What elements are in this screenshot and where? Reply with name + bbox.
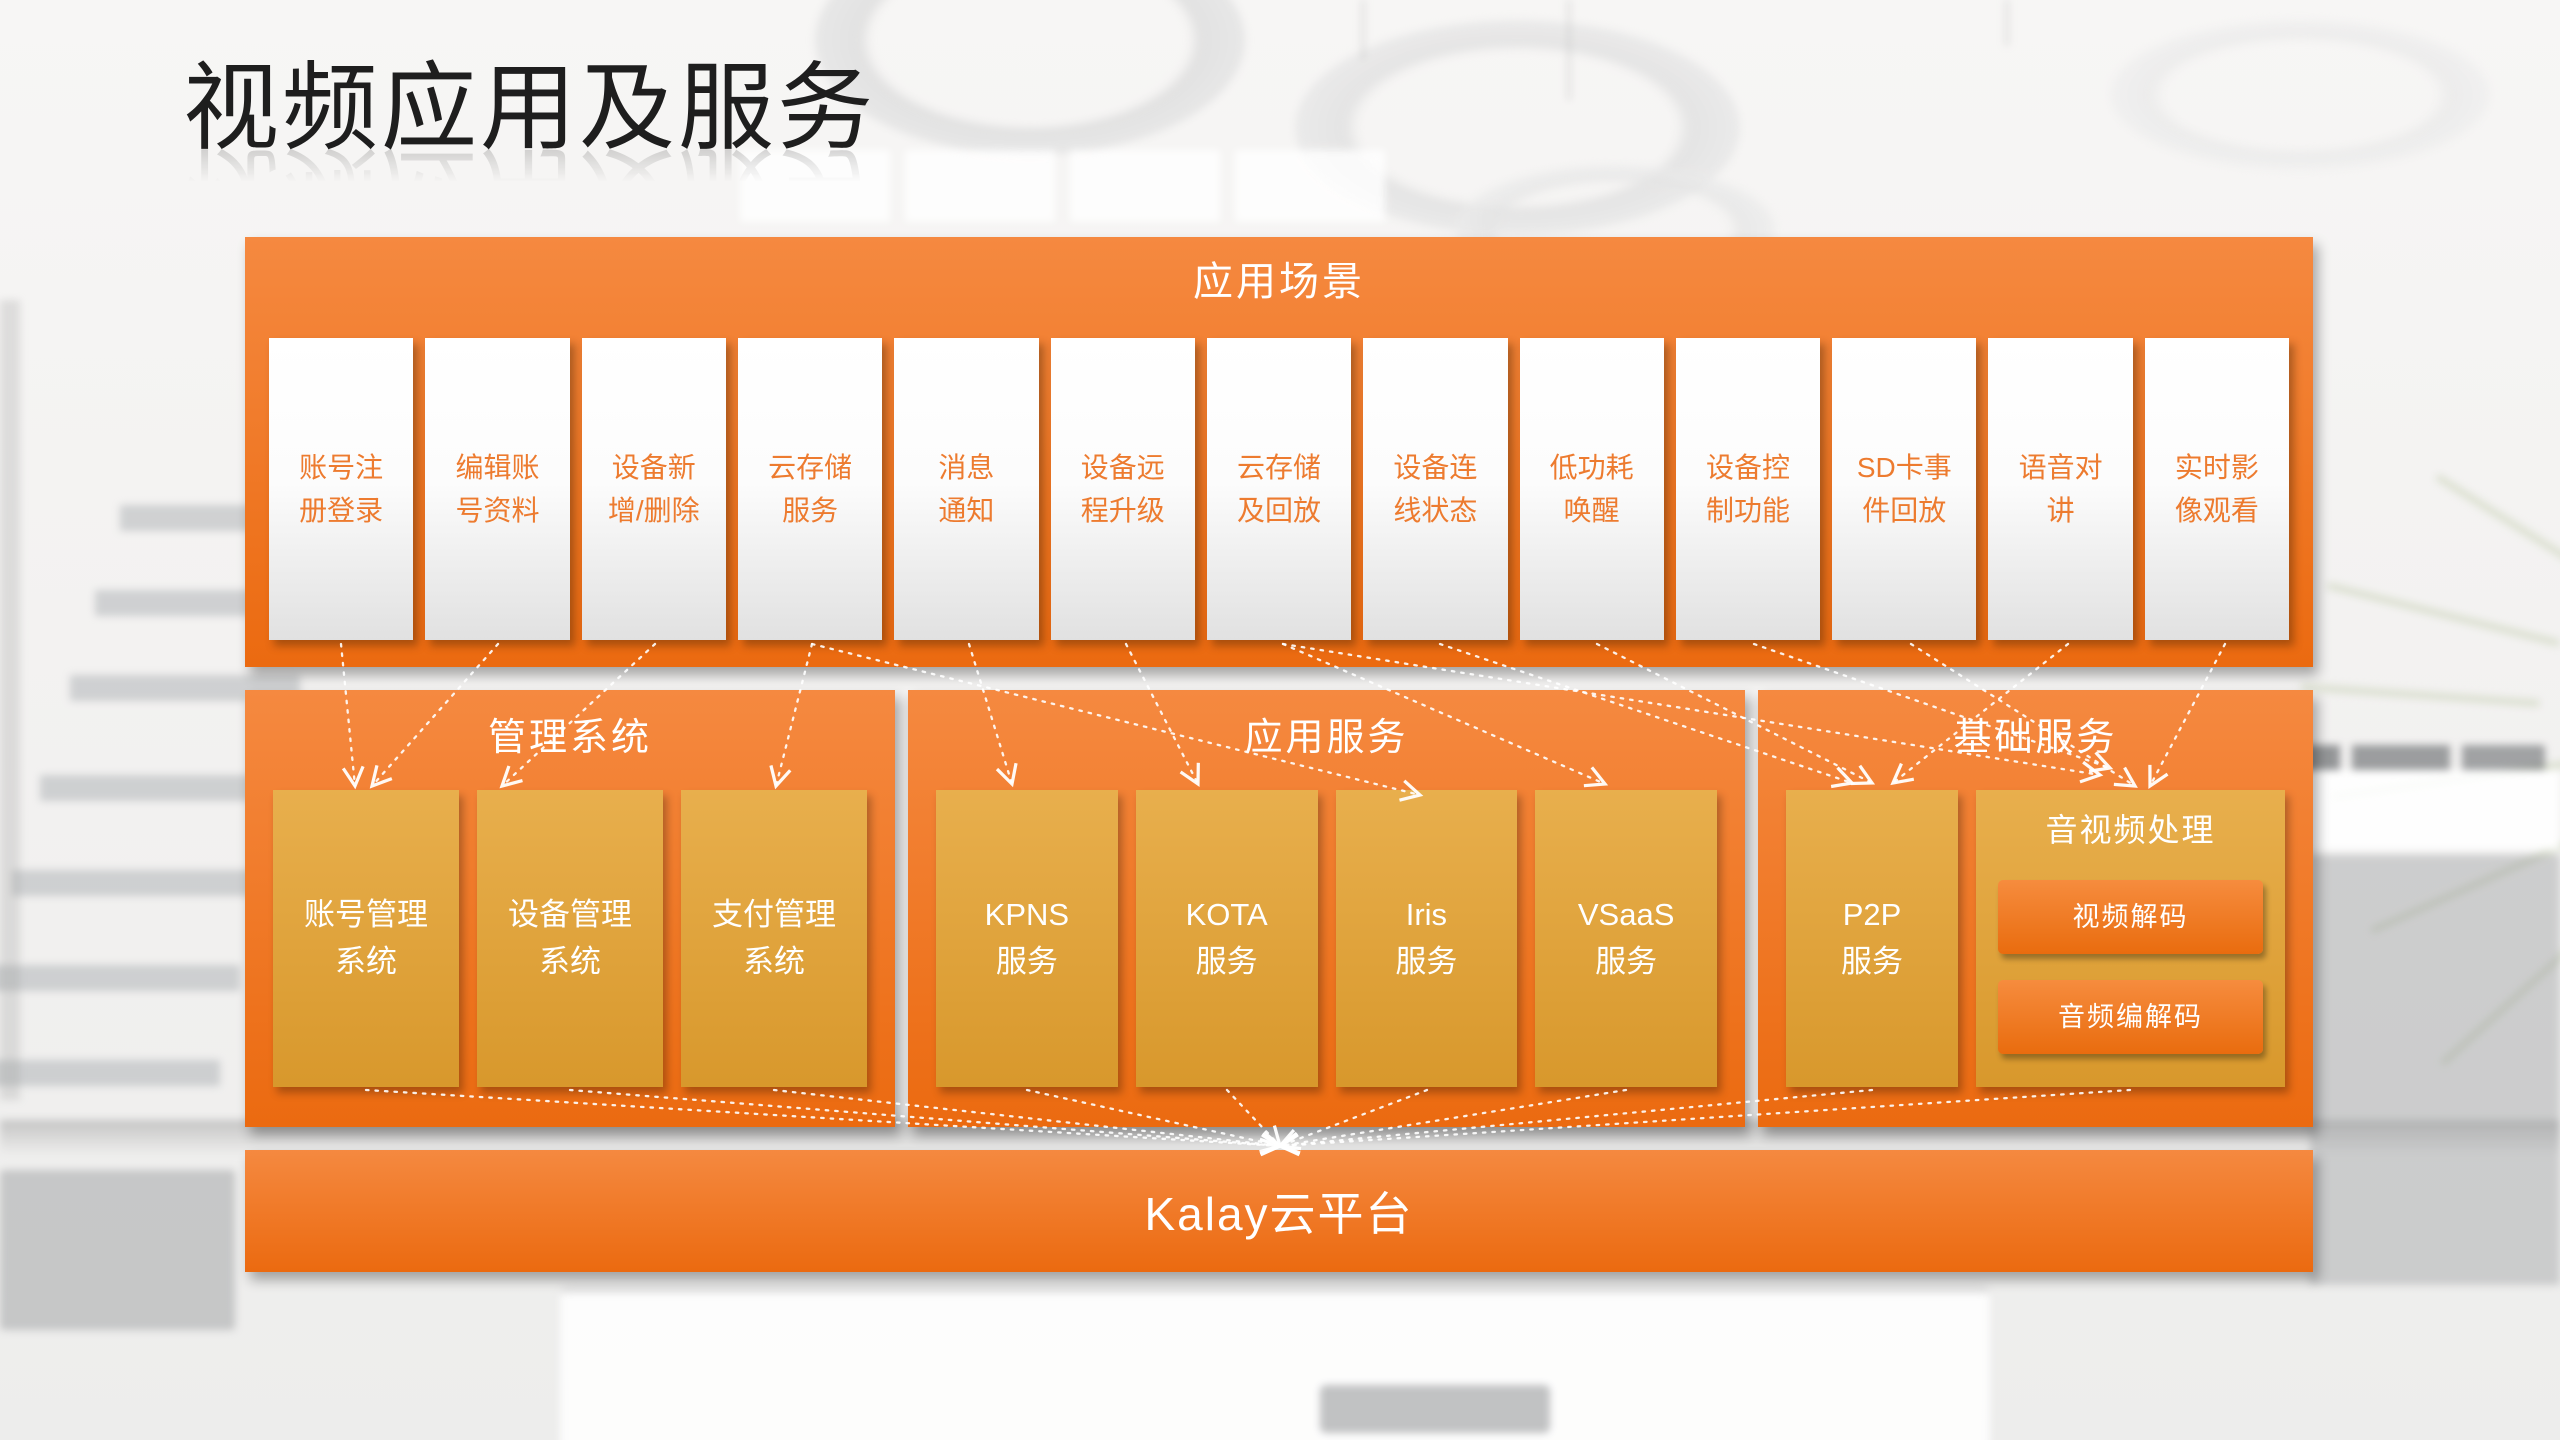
- management-header: 管理系统: [487, 717, 652, 759]
- scenario-card-remote-upgrade: 设备远 程升级: [1050, 338, 1195, 640]
- app-services-panel: 应用服务 KPNS 服务 KOTA 服务 Iris 服务 VSaaS 服务: [908, 690, 1745, 1127]
- scenario-card-edit-profile: 编辑账 号资料: [425, 338, 570, 640]
- management-panel: 管理系统 账号管理 系统 设备管理 系统 支付管理 系统: [245, 690, 895, 1127]
- management-box-row: 账号管理 系统 设备管理 系统 支付管理 系统: [273, 790, 867, 1087]
- scenes-panel: 应用场景 账号注 册登录 编辑账 号资料 设备新 增/删除 云存储 服务 消息 …: [245, 237, 2313, 667]
- plant-leaf: [2326, 582, 2560, 647]
- ceiling-ring-lamp-icon: [2110, 20, 2490, 170]
- desk: [2285, 770, 2560, 850]
- page-title: 视频应用及服务: [183, 55, 876, 162]
- scenario-card-device-online-status: 设备连 线状态: [1363, 338, 1508, 640]
- stair-step: [0, 965, 240, 991]
- scenario-card-cloud-playback: 云存储 及回放: [1206, 338, 1352, 640]
- wall-panel: [1070, 150, 1220, 222]
- stair-step: [12, 870, 262, 896]
- av-processing-header: 音视频处理: [2045, 812, 2216, 848]
- scenes-header: 应用场景: [1193, 260, 1365, 304]
- scenario-card-row: 账号注 册登录 编辑账 号资料 设备新 增/删除 云存储 服务 消息 通知 设备…: [269, 338, 2290, 640]
- app-services-box-row: KPNS 服务 KOTA 服务 Iris 服务 VSaaS 服务: [936, 790, 1717, 1087]
- box-iris-service: Iris 服务: [1335, 790, 1518, 1087]
- stair-step: [40, 775, 280, 801]
- box-av-processing: 音视频处理 视频解码 音频编解码: [1976, 790, 2285, 1087]
- scenario-card-notification: 消息 通知: [894, 338, 1039, 640]
- box-account-management: 账号管理 系统: [273, 790, 459, 1087]
- scenario-card-account-register: 账号注 册登录: [269, 338, 414, 640]
- scenario-card-voice-intercom: 语音对 讲: [1988, 338, 2133, 640]
- lamp-wire: [1568, 0, 1570, 100]
- wall-panel: [740, 150, 890, 222]
- base-services-box-row: P2P 服务 音视频处理 视频解码 音频编解码: [1786, 790, 2285, 1087]
- box-p2p-service: P2P 服务: [1786, 790, 1958, 1087]
- stair-step: [0, 1060, 220, 1086]
- scenario-card-device-add-remove: 设备新 增/删除: [581, 338, 726, 640]
- video-decode-chip: 视频解码: [1998, 880, 2263, 954]
- base-services-header: 基础服务: [1953, 717, 2118, 759]
- wall-edge: [0, 300, 20, 1100]
- lamp-wire: [2006, 0, 2008, 45]
- lamp-wire: [1362, 0, 1364, 60]
- scenario-card-sdcard-playback: SD卡事 件回放: [1832, 338, 1977, 640]
- scenario-card-live-view: 实时影 像观看: [2144, 338, 2290, 640]
- audio-codec-chip: 音频编解码: [1998, 980, 2263, 1054]
- kalay-platform-label: Kalay云平台: [1144, 1188, 1414, 1240]
- sofa-cushion: [1320, 1385, 1550, 1433]
- app-services-header: 应用服务: [1244, 717, 1409, 759]
- ceiling-ring-lamp-icon: [815, 0, 1245, 155]
- box-kota-service: KOTA 服务: [1135, 790, 1318, 1087]
- box-payment-management: 支付管理 系统: [681, 790, 867, 1087]
- wall-panel: [1235, 150, 1385, 222]
- scenario-card-cloud-storage: 云存储 服务: [737, 338, 883, 640]
- desk-items: [2300, 745, 2545, 771]
- kalay-platform-bar: Kalay云平台: [245, 1150, 2313, 1272]
- sofa: [560, 1285, 1990, 1440]
- bench: [0, 1170, 235, 1330]
- scenario-card-device-control: 设备控 制功能: [1675, 338, 1821, 640]
- wall-panel: [905, 150, 1055, 222]
- desk-shadow: [2310, 855, 2560, 1285]
- scenario-card-low-power-wakeup: 低功耗 唤醒: [1519, 338, 1664, 640]
- base-services-panel: 基础服务 P2P 服务 音视频处理 视频解码 音频编解码: [1758, 690, 2313, 1127]
- box-kpns-service: KPNS 服务: [936, 790, 1118, 1087]
- plant-leaf: [2300, 683, 2541, 707]
- plant-leaf: [2434, 473, 2560, 607]
- box-device-management: 设备管理 系统: [477, 790, 663, 1087]
- box-vsaas-service: VSaaS 服务: [1535, 790, 1717, 1087]
